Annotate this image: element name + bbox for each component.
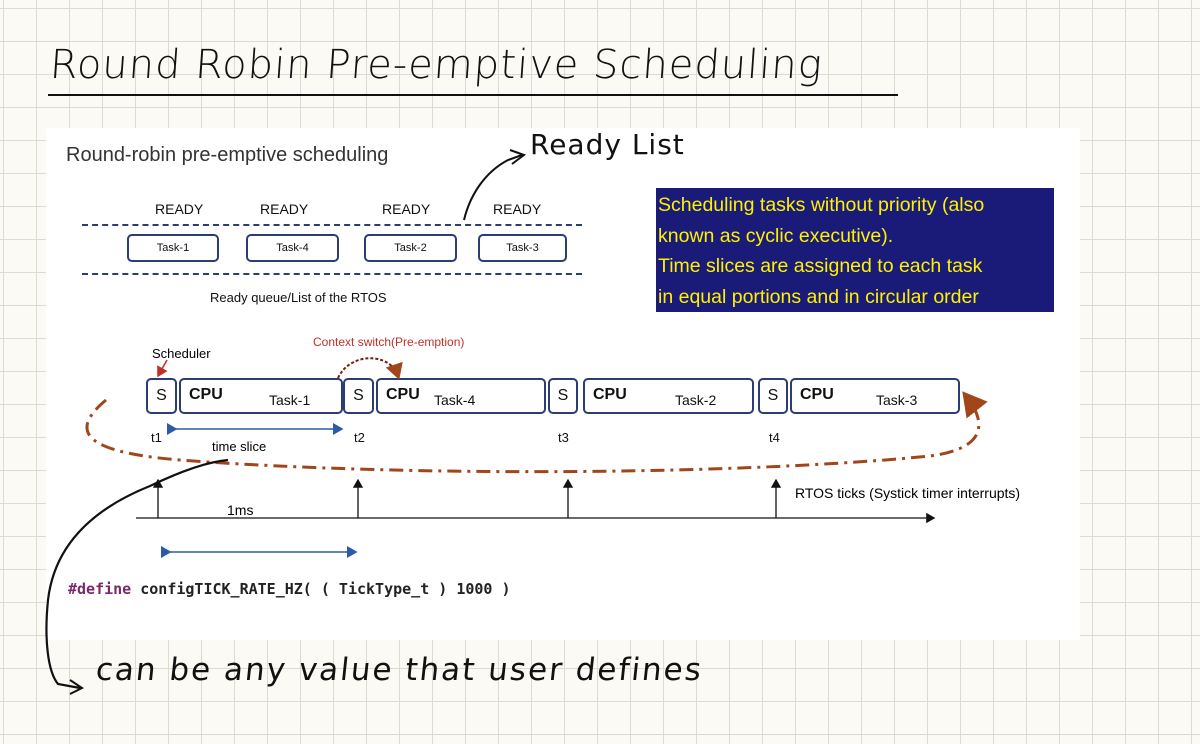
info-box: Scheduling tasks without priority (also … [656,188,1054,312]
handwritten-ready-list: Ready List [530,128,685,161]
scheduler-slot: S [548,378,578,414]
cpu-task-label: Task-3 [876,392,918,408]
ready-label: READY [260,201,309,217]
queue-bottom-dashed-line [82,273,582,275]
scheduler-pointer-arrow [157,359,168,378]
bottom-note-hand-arrow [45,458,229,690]
info-line: in equal portions and in circular order [658,285,979,308]
cpu-block-task-4: CPU Task-4 [376,378,546,414]
time-mark-t4: t4 [769,430,780,445]
one-ms-label: 1ms [227,502,254,518]
cpu-task-label: Task-2 [675,392,717,408]
ready-list-hand-arrowhead [509,149,527,165]
cpu-task-label: Task-4 [434,392,476,408]
cpu-block-task-1: CPU Task-1 [179,378,343,414]
scheduler-slot: S [758,378,788,414]
ready-label: READY [382,201,431,217]
cpu-label: CPU [593,386,627,403]
time-slice-label: time slice [212,439,267,454]
info-line: Scheduling tasks without priority (also [658,194,985,216]
ready-list-hand-arrow [463,154,523,221]
define-keyword: #define [68,580,132,598]
queue-task-box: Task-4 [246,234,339,262]
queue-task-box: Task-2 [364,234,457,262]
cpu-label: CPU [189,386,223,403]
time-mark-t1: t1 [151,430,162,445]
bottom-note-hand-arrowhead [69,679,84,695]
cpu-label: CPU [800,386,834,403]
rtos-ticks-label: RTOS ticks (Systick timer interrupts) [795,485,1021,501]
cpu-block-task-3: CPU Task-3 [790,378,960,414]
handwritten-bottom-note: can be any value that user defines [94,652,705,688]
queue-top-dashed-line [82,224,582,226]
context-switch-label: Context switch(Pre-emption) [313,335,465,349]
cpu-task-label: Task-1 [269,392,311,408]
ready-label: READY [493,201,542,217]
queue-task-box: Task-1 [127,234,219,262]
cpu-block-task-2: CPU Task-2 [583,378,754,414]
define-code-line: #define configTICK_RATE_HZ( ( TickType_t… [68,580,511,598]
queue-task-box: Task-3 [478,234,567,262]
cpu-label: CPU [386,386,420,403]
time-mark-t2: t2 [354,430,365,445]
scheduler-label: Scheduler [152,346,211,361]
title-underline [48,94,898,96]
scheduler-slot: S [343,378,374,414]
time-mark-t3: t3 [558,430,569,445]
round-robin-loop-arrow [85,391,988,474]
ready-label: READY [155,201,204,217]
info-line: known as cyclic executive). [658,224,894,247]
scheduler-slot: S [146,378,177,414]
slide-title: Round-robin pre-emptive scheduling [66,144,389,166]
info-line: Time slices are assigned to each task [658,255,983,277]
context-switch-arrow [337,357,403,380]
queue-caption: Ready queue/List of the RTOS [210,290,387,305]
define-rest: configTICK_RATE_HZ( ( TickType_t ) 1000 … [131,580,511,598]
